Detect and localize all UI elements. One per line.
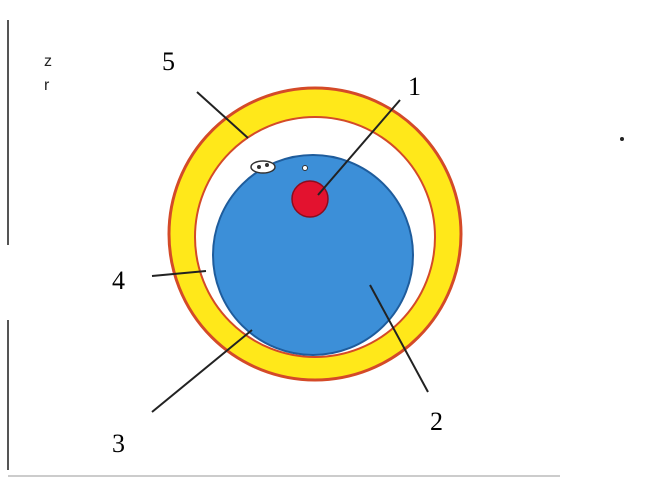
label-5: 5: [162, 47, 175, 76]
polar-body-dot-2: [265, 163, 269, 167]
label-4: 4: [112, 266, 125, 295]
clipped-text-1: z: [44, 53, 52, 70]
polar-body-dot-1: [257, 165, 261, 169]
polar-body: [251, 161, 275, 173]
speck: [620, 137, 624, 141]
label-1: 1: [408, 72, 421, 101]
nucleus: [292, 181, 328, 217]
clipped-text-2: r: [44, 77, 50, 94]
small-vesicle: [303, 166, 308, 171]
label-2: 2: [430, 407, 443, 436]
leader-line-3: [152, 330, 252, 412]
label-3: 3: [112, 429, 125, 458]
